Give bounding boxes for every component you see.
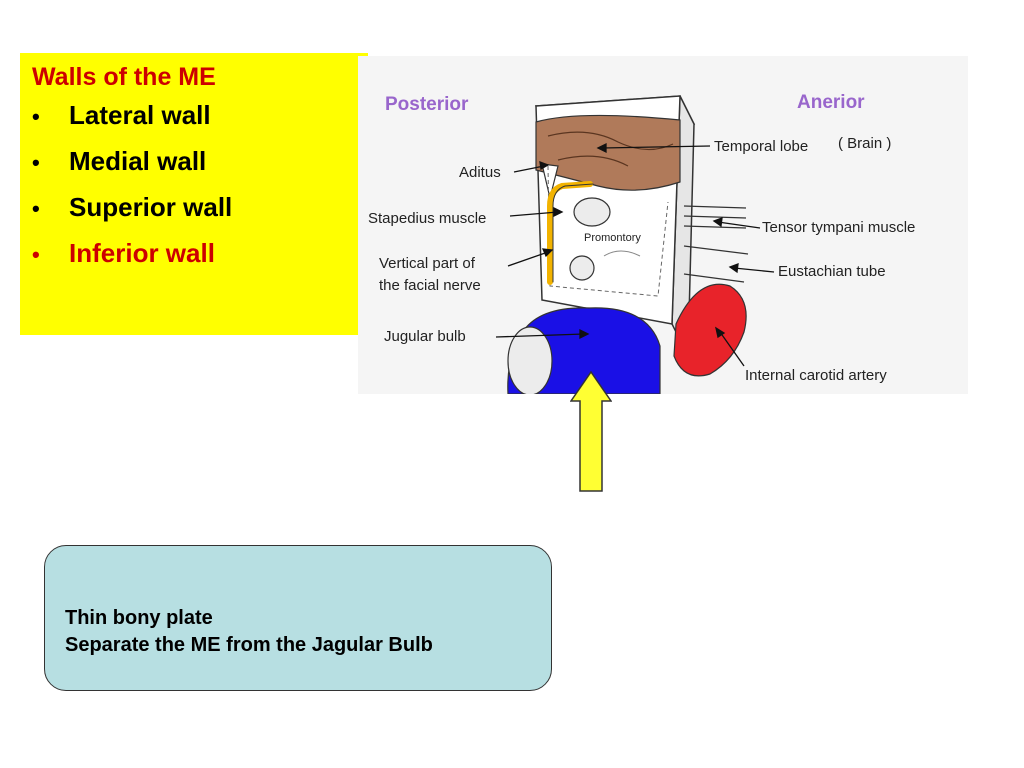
label-aditus: Aditus bbox=[459, 164, 501, 181]
pointer-up-arrow bbox=[570, 371, 612, 492]
walls-heading: Walls of the ME bbox=[32, 63, 216, 91]
bullet: • bbox=[32, 150, 40, 175]
wall-item-lateral: • Lateral wall bbox=[32, 93, 368, 139]
carotid-artery-shape bbox=[673, 283, 747, 377]
label-eustachian: Eustachian tube bbox=[778, 263, 886, 280]
wall-label: Medial wall bbox=[69, 146, 207, 176]
temporal-lobe-shape bbox=[535, 114, 681, 191]
bullet: • bbox=[32, 104, 40, 129]
wall-item-superior: • Superior wall bbox=[32, 185, 368, 231]
walls-of-me-box: Walls of the ME • Lateral wall • Medial wa… bbox=[20, 53, 368, 335]
wall-label: Lateral wall bbox=[69, 100, 211, 130]
round-window bbox=[569, 255, 595, 281]
tensor-tympani-lines bbox=[683, 205, 747, 229]
middle-ear-diagram: Promontory Posterior Anerior Aditus Stap… bbox=[358, 56, 968, 394]
label-brain: ( Brain ) bbox=[838, 135, 891, 152]
label-anterior: Anerior bbox=[797, 92, 865, 113]
label-jugular: Jugular bulb bbox=[384, 328, 466, 345]
jugular-bulb-cut bbox=[507, 326, 553, 394]
bullet: • bbox=[32, 196, 40, 221]
label-promontory: Promontory bbox=[584, 232, 641, 244]
note-line-2: Separate the ME from the Jagular Bulb bbox=[65, 634, 433, 656]
promontory-shading bbox=[603, 250, 641, 257]
wall-label: Superior wall bbox=[69, 192, 233, 222]
wall-label: Inferior wall bbox=[69, 238, 215, 268]
brain-texture bbox=[547, 131, 674, 167]
label-carotid: Internal carotid artery bbox=[745, 367, 887, 384]
label-facial-2: the facial nerve bbox=[379, 277, 481, 294]
middle-ear-diagram-svg: Promontory Posterior Anerior Aditus Stap… bbox=[368, 92, 915, 394]
note-line-1: Thin bony plate bbox=[65, 607, 213, 629]
facial-nerve-shape bbox=[547, 181, 593, 285]
label-stapedius: Stapedius muscle bbox=[368, 210, 486, 227]
leader-lines bbox=[495, 142, 775, 367]
facial-nerve-outline bbox=[552, 183, 594, 283]
oval-window bbox=[573, 197, 611, 227]
inner-dashed-outline bbox=[547, 165, 669, 297]
aditus-notch bbox=[541, 163, 559, 199]
label-posterior: Posterior bbox=[385, 94, 469, 115]
label-facial-1: Vertical part of bbox=[379, 255, 476, 272]
bullet: • bbox=[32, 242, 40, 267]
wall-item-inferior: • Inferior wall bbox=[32, 231, 368, 277]
walls-list: • Lateral wall • Medial wall • Superior wal… bbox=[32, 93, 368, 277]
eustachian-tube-lines bbox=[683, 245, 749, 283]
note-box: Thin bony plate Separate the ME from the… bbox=[44, 545, 552, 691]
label-temporal-lobe: Temporal lobe bbox=[714, 138, 808, 155]
wall-item-medial: • Medial wall bbox=[32, 139, 368, 185]
label-tensor: Tensor tympani muscle bbox=[762, 219, 915, 236]
